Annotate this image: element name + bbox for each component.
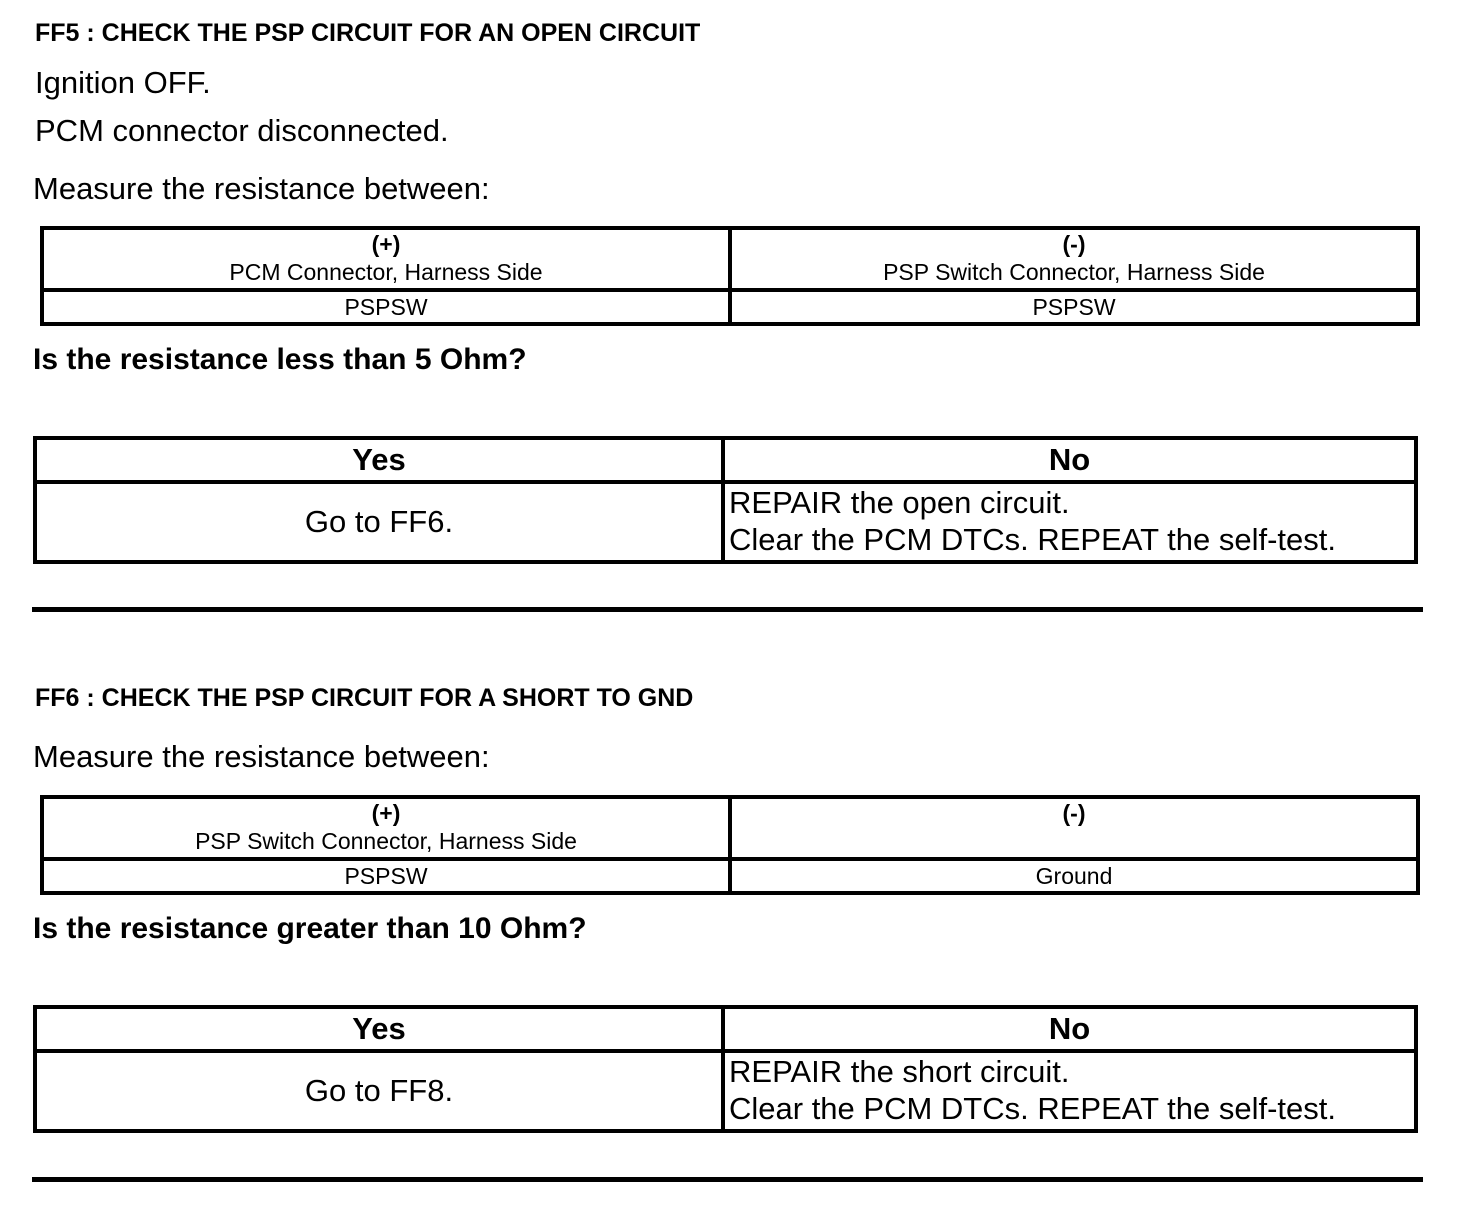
- measurement-minus-pin: PSPSW: [728, 288, 1420, 326]
- yes-action: Go to FF8.: [33, 1049, 725, 1133]
- step-ff5-measure-label: Measure the resistance between:: [33, 171, 490, 206]
- plus-sign-label: (+): [371, 800, 401, 826]
- minus-sign-label: (-): [1062, 231, 1086, 257]
- minus-sign-label: (-): [1062, 800, 1086, 826]
- step-ff5-title: FF5 : CHECK THE PSP CIRCUIT FOR AN OPEN …: [35, 19, 701, 47]
- step-ff5-decision-table: Yes No Go to FF6. REPAIR the open circui…: [33, 436, 1418, 564]
- section-divider: [32, 607, 1423, 612]
- step-ff6-title: FF6 : CHECK THE PSP CIRCUIT FOR A SHORT …: [35, 684, 694, 712]
- measurement-plus-header: (+) PCM Connector, Harness Side: [40, 226, 732, 292]
- condition-pcm-disconnected: PCM connector disconnected.: [35, 113, 449, 148]
- measurement-plus-pin: PSPSW: [40, 857, 732, 895]
- no-action-line-1: REPAIR the short circuit.: [729, 1054, 1070, 1089]
- measurement-plus-header: (+) PSP Switch Connector, Harness Side: [40, 795, 732, 861]
- step-ff6-measure-label: Measure the resistance between:: [33, 739, 490, 774]
- yes-header: Yes: [33, 1005, 725, 1053]
- no-action-line-1: REPAIR the open circuit.: [729, 485, 1070, 520]
- no-header: No: [721, 436, 1418, 484]
- plus-connector-label: PCM Connector, Harness Side: [229, 259, 543, 285]
- minus-connector-label: PSP Switch Connector, Harness Side: [883, 259, 1265, 285]
- step-ff6-measurement-table: (+) PSP Switch Connector, Harness Side (…: [40, 795, 1420, 895]
- measurement-minus-header: (-) PSP Switch Connector, Harness Side: [728, 226, 1420, 292]
- plus-sign-label: (+): [371, 231, 401, 257]
- measurement-minus-header: (-): [728, 795, 1420, 861]
- yes-header: Yes: [33, 436, 725, 484]
- step-ff6-decision-table: Yes No Go to FF8. REPAIR the short circu…: [33, 1005, 1418, 1133]
- step-ff5-question: Is the resistance less than 5 Ohm?: [33, 343, 527, 376]
- plus-connector-label: PSP Switch Connector, Harness Side: [195, 828, 577, 854]
- no-action: REPAIR the open circuit. Clear the PCM D…: [721, 480, 1418, 564]
- no-header: No: [721, 1005, 1418, 1053]
- measurement-plus-pin: PSPSW: [40, 288, 732, 326]
- no-action-line-2: Clear the PCM DTCs. REPEAT the self-test…: [729, 522, 1336, 557]
- no-action-line-2: Clear the PCM DTCs. REPEAT the self-test…: [729, 1091, 1336, 1126]
- yes-action: Go to FF6.: [33, 480, 725, 564]
- step-ff5-measurement-table: (+) PCM Connector, Harness Side (-) PSP …: [40, 226, 1420, 326]
- condition-ignition-off: Ignition OFF.: [35, 65, 211, 100]
- no-action: REPAIR the short circuit. Clear the PCM …: [721, 1049, 1418, 1133]
- measurement-minus-pin: Ground: [728, 857, 1420, 895]
- step-ff6-question: Is the resistance greater than 10 Ohm?: [33, 912, 587, 945]
- section-divider: [32, 1177, 1423, 1182]
